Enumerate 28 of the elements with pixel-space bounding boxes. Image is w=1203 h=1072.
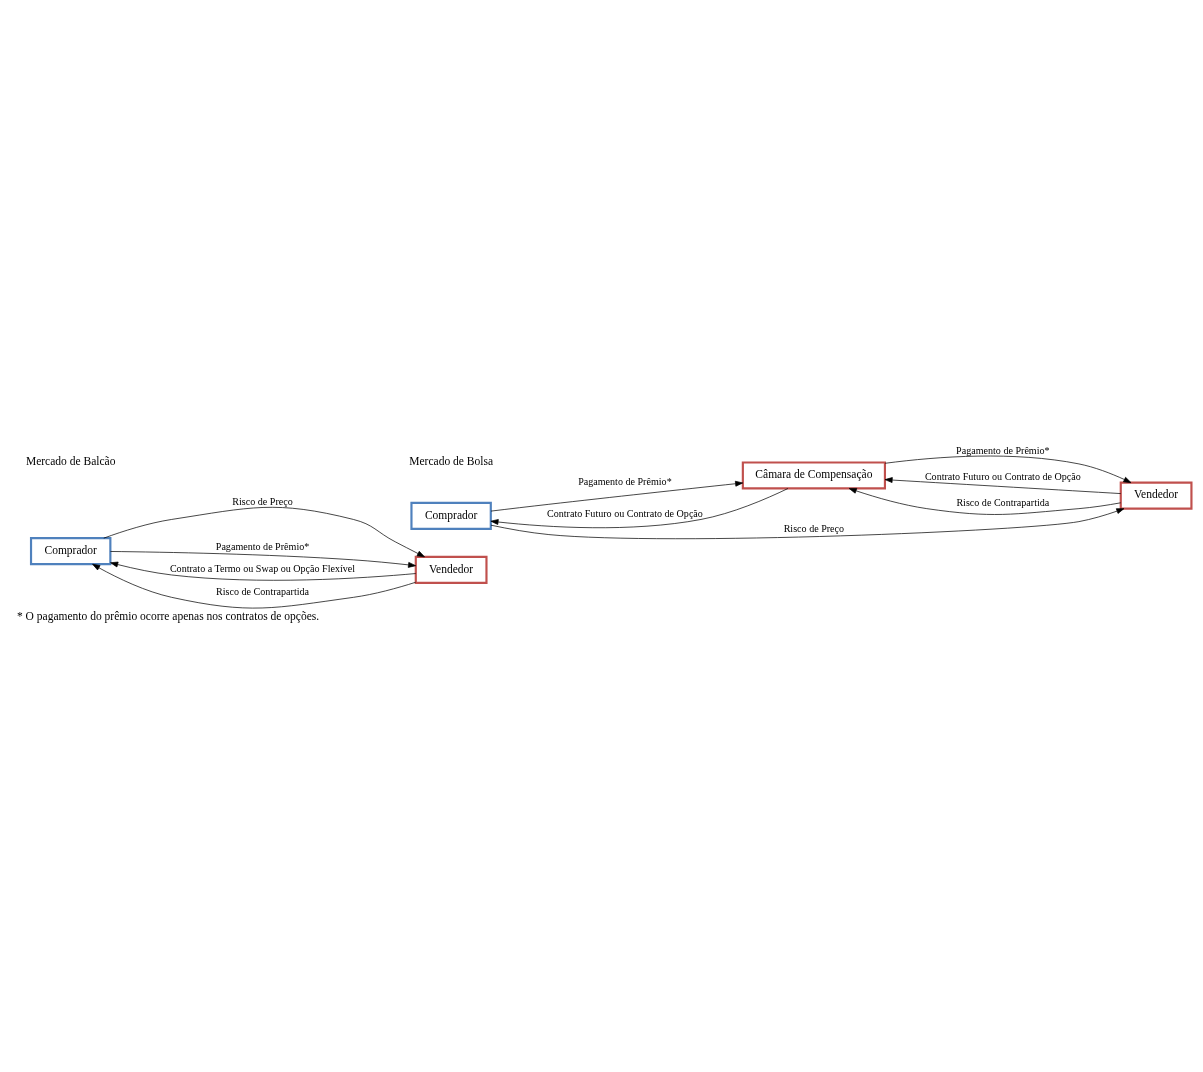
edge-label: Pagamento de Prêmio* — [956, 444, 1050, 456]
node-box: Vendedor — [1119, 481, 1193, 510]
edge-label: Risco de Preço — [232, 495, 293, 507]
arrow — [884, 455, 1132, 483]
node-box: Comprador — [29, 536, 112, 565]
arrow — [490, 487, 789, 528]
edge-label: Contrato a Termo ou Swap ou Opção Flexível — [169, 562, 356, 574]
arrow — [92, 563, 416, 608]
arrow — [490, 507, 1125, 539]
arrow — [490, 480, 744, 511]
edge-label: Risco de Contrapartida — [956, 496, 1050, 508]
arrow — [110, 550, 417, 568]
arrow — [848, 487, 1122, 515]
arrow — [103, 506, 425, 557]
node-box: Câmara de Compensação — [741, 460, 886, 489]
node-box: Comprador — [410, 501, 492, 530]
caption: * O pagamento do prêmio ocorre apenas nos contratos de opções. — [16, 609, 320, 622]
label: Mercado de Bolsa — [409, 454, 494, 467]
edge-label: Risco de Preço — [783, 522, 845, 534]
edge-label: Risco de Contrapartida — [216, 585, 309, 597]
node-box: Vendedor — [414, 555, 488, 584]
edge-label: Pagamento de Prêmio* — [578, 475, 672, 487]
arrow — [884, 476, 1122, 494]
arrow — [110, 561, 417, 581]
edge-label: Pagamento de Prêmio* — [215, 540, 310, 552]
edge-label: Contrato Futuro ou Contrato de Opção — [546, 507, 703, 519]
label: Mercado de Balcão — [25, 454, 116, 467]
edge-label: Contrato Futuro ou Contrato de Opção — [924, 470, 1081, 482]
